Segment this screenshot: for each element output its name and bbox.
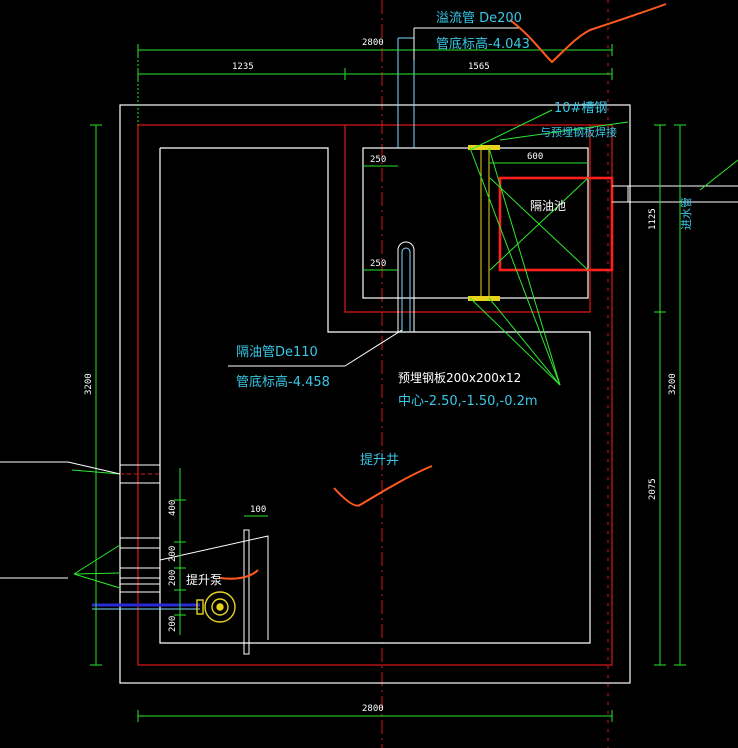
overflow-pipe [397, 37, 415, 148]
embed-plate-top [468, 145, 500, 150]
white-leaders [0, 27, 520, 579]
left-pipe-sleeves [119, 464, 161, 593]
markup-scribbles [219, 3, 667, 580]
dim-pump-200-c: 200 [168, 616, 178, 632]
dim-left-total: 3200 [84, 373, 94, 395]
label-weld-note: 与预埋钢板焊接 [540, 125, 617, 139]
dim-top-total: 2800 [362, 38, 384, 48]
dim-top-right: 1565 [468, 62, 490, 72]
lift-well-inner-wall [159, 147, 591, 644]
dim-right-total: 3200 [668, 373, 678, 395]
grease-pipe [397, 241, 415, 332]
dim-box-mid-width: 250 [370, 259, 386, 269]
dim-right-upper: 1125 [648, 208, 658, 230]
embed-plate-bottom [468, 296, 500, 301]
label-overflow-elevation: 管底标高-4.043 [436, 36, 530, 52]
dim-pump-100: 100 [250, 505, 266, 515]
label-inlet-pipe: 进水管 [679, 197, 693, 230]
dim-pump-400: 400 [168, 500, 178, 516]
dim-bottom-total: 2800 [362, 704, 384, 714]
inlet-pipe [612, 185, 738, 203]
label-embed-plate: 预埋钢板200x200x12 [398, 371, 521, 385]
dim-pump-200-a: 200 [168, 546, 178, 562]
dim-pump-200-b: 200 [168, 570, 178, 586]
dim-box-top-width: 250 [370, 155, 386, 165]
label-grease-elevation: 管底标高-4.458 [236, 374, 330, 390]
label-grease-tank: 隔油池 [530, 199, 566, 213]
dimension-lines [90, 44, 686, 722]
channel-steel [480, 147, 490, 299]
tank-red-wall [344, 125, 591, 313]
annotation-leaders [71, 109, 738, 589]
pump-bracket [159, 535, 269, 640]
inner-red-wall [137, 124, 613, 666]
dimension-texts: 2800 1235 1565 2800 250 250 600 100 3200… [84, 38, 678, 714]
grease-tank-highlight [498, 176, 614, 272]
pump-guide-rail [243, 529, 250, 655]
dim-top-left: 1235 [232, 62, 254, 72]
label-lift-pump: 提升泵 [186, 572, 222, 587]
outer-wall-outline [119, 104, 631, 684]
dim-box-right-width: 600 [527, 152, 543, 162]
label-channel-steel: 10#槽钢 [554, 101, 607, 116]
label-overflow-pipe: 溢流管 De200 [436, 11, 522, 26]
lift-pump-symbol [196, 591, 236, 623]
annotation-labels: 溢流管 De200 管底标高-4.043 10#槽钢 与预埋钢板焊接 隔油池 进… [186, 11, 693, 587]
label-lift-well: 提升井 [360, 452, 399, 468]
dim-right-lower: 2075 [648, 478, 658, 500]
label-embed-center: 中心-2.50,-1.50,-0.2m [398, 394, 538, 409]
grease-tank-box [362, 147, 589, 299]
label-grease-pipe: 隔油管De110 [236, 345, 318, 360]
